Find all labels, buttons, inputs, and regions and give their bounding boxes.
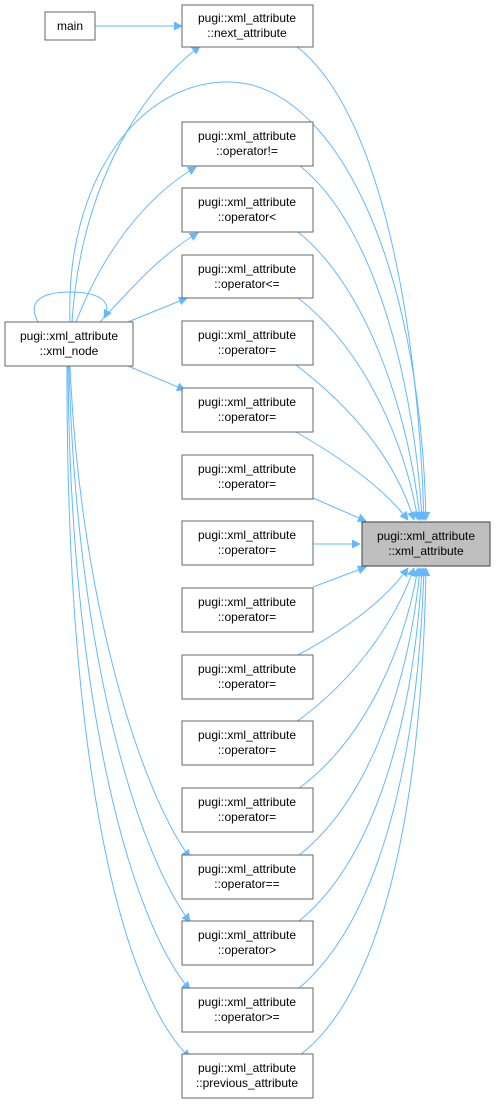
node-operator-assign-5[interactable]: pugi::xml_attribute ::operator= bbox=[181, 587, 314, 633]
edge-xml-node-to-op-ne bbox=[75, 166, 197, 323]
edge-xml-node-to-previous-attribute bbox=[66, 365, 191, 1059]
node-label-line-2: ::next_attribute bbox=[207, 26, 287, 40]
node-label-line-2: ::operator<= bbox=[214, 277, 279, 291]
node-xml-attribute-constructor[interactable]: pugi::xml_attribute ::xml_attribute bbox=[361, 521, 491, 567]
node-operator-le[interactable]: pugi::xml_attribute ::operator<= bbox=[181, 254, 314, 299]
node-operator-assign-3[interactable]: pugi::xml_attribute ::operator= bbox=[181, 454, 314, 500]
node-label-line-1: pugi::xml_attribute bbox=[198, 129, 296, 143]
edge-op-assign2-to-xml-attribute bbox=[295, 431, 409, 521]
node-label-line-2: ::operator= bbox=[218, 410, 276, 424]
node-label-line-1: pugi::xml_attribute bbox=[198, 862, 296, 876]
node-label-line-2: ::xml_attribute bbox=[388, 544, 464, 558]
edge-op-assign3-to-xml-attribute bbox=[312, 497, 367, 522]
node-label-line-1: pugi::xml_attribute bbox=[198, 11, 296, 25]
node-operator-ge[interactable]: pugi::xml_attribute ::operator>= bbox=[181, 987, 314, 1033]
node-label-line-2: ::operator> bbox=[218, 943, 276, 957]
node-label-line-1: pugi::xml_attribute bbox=[198, 262, 296, 276]
edge-next-attribute-to-xml-attribute bbox=[295, 45, 429, 521]
edge-xml-node-to-op-assign2 bbox=[127, 365, 186, 392]
node-operator-assign-8[interactable]: pugi::xml_attribute ::operator= bbox=[181, 787, 314, 833]
edge-op-lt-to-xml-attribute bbox=[297, 231, 424, 521]
node-label: main bbox=[57, 19, 83, 33]
edge-op-gt-to-xml-attribute bbox=[297, 567, 427, 923]
node-operator-assign-2[interactable]: pugi::xml_attribute ::operator= bbox=[181, 387, 314, 433]
edge-xml-node-to-op-gt bbox=[68, 365, 191, 923]
edge-op-ne-to-xml-attribute bbox=[299, 165, 427, 521]
node-previous-attribute[interactable]: pugi::xml_attribute ::previous_attribute bbox=[181, 1053, 314, 1099]
node-label-line-2: ::operator= bbox=[218, 810, 276, 824]
node-label-line-1: pugi::xml_attribute bbox=[198, 528, 296, 542]
edge-op-assign5-to-xml-attribute bbox=[312, 565, 367, 588]
node-label-line-1: pugi::xml_attribute bbox=[20, 329, 118, 343]
edge-xml-node-to-xml-attribute bbox=[69, 81, 431, 521]
node-label-line-1: pugi::xml_attribute bbox=[377, 529, 475, 543]
node-operator-assign-6[interactable]: pugi::xml_attribute ::operator= bbox=[181, 654, 314, 700]
node-label-line-2: ::operator= bbox=[218, 610, 276, 624]
node-label-line-2: ::operator= bbox=[218, 677, 276, 691]
node-label-line-2: ::xml_node bbox=[40, 344, 99, 358]
node-next-attribute[interactable]: pugi::xml_attribute ::next_attribute bbox=[181, 4, 314, 48]
edge-xml-node-self-loop bbox=[33, 291, 112, 323]
edge-op-assign6-to-xml-attribute bbox=[295, 567, 409, 657]
node-label-line-2: ::operator== bbox=[214, 877, 279, 891]
node-operator-ne[interactable]: pugi::xml_attribute ::operator!= bbox=[181, 121, 314, 167]
node-label-line-2: ::operator= bbox=[218, 343, 276, 357]
node-label-line-2: ::operator!= bbox=[216, 144, 278, 158]
node-label-line-1: pugi::xml_attribute bbox=[198, 928, 296, 942]
node-label-line-2: ::operator= bbox=[218, 477, 276, 491]
edges bbox=[33, 21, 431, 1059]
edge-op-assign7-to-xml-attribute bbox=[295, 567, 416, 723]
node-label-line-1: pugi::xml_attribute bbox=[198, 395, 296, 409]
node-label-line-1: pugi::xml_attribute bbox=[198, 595, 296, 609]
node-label-line-2: ::operator= bbox=[218, 543, 276, 557]
node-operator-eq[interactable]: pugi::xml_attribute ::operator== bbox=[181, 854, 314, 900]
node-label-line-2: ::operator>= bbox=[214, 1010, 279, 1024]
edge-op-assign8-to-xml-attribute bbox=[297, 567, 422, 790]
node-label-line-1: pugi::xml_attribute bbox=[198, 728, 296, 742]
node-label-line-1: pugi::xml_attribute bbox=[198, 195, 296, 209]
edge-op-eq-to-xml-attribute bbox=[297, 567, 424, 857]
node-label-line-2: ::operator< bbox=[218, 210, 276, 224]
node-operator-assign-7[interactable]: pugi::xml_attribute ::operator= bbox=[181, 720, 314, 766]
node-label-line-2: ::previous_attribute bbox=[196, 1076, 298, 1090]
node-label-line-1: pugi::xml_attribute bbox=[198, 795, 296, 809]
edge-xml-node-to-op-lt bbox=[99, 232, 199, 323]
node-label-line-2: ::operator= bbox=[218, 743, 276, 757]
node-label-line-1: pugi::xml_attribute bbox=[198, 662, 296, 676]
node-label-line-1: pugi::xml_attribute bbox=[198, 1061, 296, 1075]
node-operator-assign-4[interactable]: pugi::xml_attribute ::operator= bbox=[181, 520, 314, 566]
node-label-line-1: pugi::xml_attribute bbox=[198, 995, 296, 1009]
edge-xml-node-to-op-eq bbox=[69, 365, 191, 859]
edge-previous-attribute-to-xml-attribute bbox=[299, 567, 431, 1056]
edge-op-ge-to-xml-attribute bbox=[297, 567, 429, 990]
edge-xml-node-to-op-ge bbox=[67, 365, 191, 991]
node-operator-assign-1[interactable]: pugi::xml_attribute ::operator= bbox=[181, 320, 314, 366]
node-operator-gt[interactable]: pugi::xml_attribute ::operator> bbox=[181, 920, 314, 966]
edge-xml-node-to-next-attribute bbox=[71, 45, 201, 323]
node-main[interactable]: main bbox=[44, 11, 96, 41]
edge-op-le-to-xml-attribute bbox=[297, 297, 422, 521]
node-xml-node[interactable]: pugi::xml_attribute ::xml_node bbox=[4, 321, 134, 367]
node-operator-lt[interactable]: pugi::xml_attribute ::operator< bbox=[181, 187, 314, 233]
node-label-line-1: pugi::xml_attribute bbox=[198, 328, 296, 342]
edge-op-assign1-to-xml-attribute bbox=[295, 364, 416, 521]
nodes: main pugi::xml_attribute ::xml_node pugi… bbox=[4, 4, 491, 1099]
node-label-line-1: pugi::xml_attribute bbox=[198, 462, 296, 476]
edge-xml-node-to-op-le bbox=[127, 296, 188, 323]
